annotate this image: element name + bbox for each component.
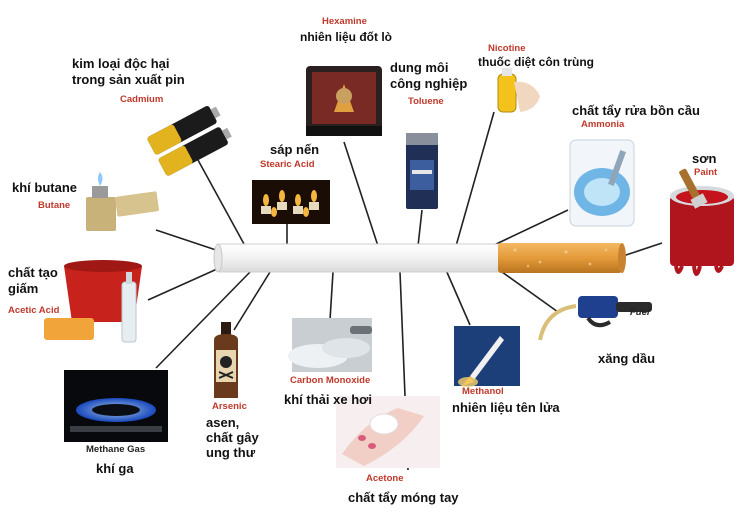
stove-icon bbox=[306, 66, 382, 136]
leader-line-methanol bbox=[445, 269, 471, 326]
nail-cotton-icon bbox=[336, 396, 440, 468]
leader-line-ammonia bbox=[491, 209, 569, 247]
stearic-desc: sáp nến bbox=[270, 142, 320, 157]
acetone-label: Acetone bbox=[366, 473, 404, 484]
cadmium-desc-line2: trong sản xuất pin bbox=[72, 72, 185, 87]
leader-line-carbon-monoxide bbox=[329, 271, 334, 321]
rocket-icon bbox=[454, 326, 520, 387]
butane-desc: khí butane bbox=[12, 180, 78, 195]
cadmium-desc-line1: kim loại độc hại bbox=[72, 56, 170, 71]
leader-lines bbox=[147, 111, 663, 471]
exhaust-icon bbox=[288, 318, 372, 372]
leader-line-nicotine bbox=[455, 111, 495, 247]
cigarette-icon bbox=[213, 243, 626, 273]
acetic-desc-line1: chất tạo bbox=[8, 265, 58, 280]
leader-line-paint bbox=[619, 242, 663, 258]
carbon-monoxide-label: Carbon Monoxide bbox=[290, 375, 371, 386]
nicotine-label: Nicotine bbox=[488, 43, 526, 54]
methanol-label: Methanol bbox=[462, 386, 504, 397]
arsenic-label: Arsenic bbox=[212, 401, 247, 412]
leader-line-methane bbox=[155, 269, 253, 369]
gas-flame-icon bbox=[64, 370, 168, 442]
hexamine-desc: nhiên liệu đốt lò bbox=[300, 30, 392, 44]
paint-bucket-icon bbox=[670, 168, 734, 276]
poison-bottle-icon bbox=[214, 322, 238, 398]
fuel-label: Fuel bbox=[630, 307, 650, 318]
ammonia-label: Ammonia bbox=[581, 119, 625, 130]
leader-line-hexamine bbox=[343, 141, 379, 247]
cadmium-label: Cadmium bbox=[120, 94, 164, 105]
paint-desc: sơn bbox=[692, 151, 717, 166]
butane-label: Butane bbox=[38, 200, 71, 211]
arsenic-desc-line2: chất gây bbox=[206, 430, 259, 445]
battery-icon bbox=[147, 106, 232, 176]
spray-icon bbox=[497, 68, 540, 113]
acetic-label: Acetic Acid bbox=[8, 305, 60, 316]
methanol-desc: nhiên liệu tên lửa bbox=[452, 400, 560, 415]
arsenic-desc-line3: ung thư bbox=[206, 445, 256, 460]
candles-icon bbox=[252, 180, 330, 224]
hexamine-label: Hexamine bbox=[322, 16, 367, 27]
leader-line-fuel bbox=[501, 271, 559, 313]
leader-line-toluene bbox=[417, 209, 423, 247]
acetic-desc-line2: giấm bbox=[8, 281, 39, 296]
solvent-can-icon bbox=[406, 133, 438, 209]
leader-line-cadmium bbox=[197, 159, 245, 245]
toluene-label: Toluene bbox=[408, 96, 444, 107]
toluene-desc-line1: dung môi bbox=[390, 60, 449, 75]
stearic-label: Stearic Acid bbox=[260, 159, 315, 170]
lighter-icon bbox=[86, 172, 159, 231]
leader-line-acetic bbox=[147, 264, 227, 301]
methane-label: Methane Gas bbox=[86, 444, 146, 455]
methane-desc: khí ga bbox=[96, 461, 134, 476]
toilet-icon bbox=[569, 139, 635, 227]
paint-label: Paint bbox=[694, 167, 718, 178]
leader-line-butane bbox=[155, 229, 223, 253]
fuel-desc: xăng dầu bbox=[598, 351, 656, 366]
ammonia-desc: chất tẩy rửa bồn cầu bbox=[572, 103, 700, 118]
nicotine-desc: thuốc diệt côn trùng bbox=[478, 55, 594, 69]
leader-line-arsenic bbox=[233, 271, 271, 331]
carbon-monoxide-desc: khí thải xe hơi bbox=[284, 392, 372, 407]
toluene-desc-line2: công nghiệp bbox=[390, 76, 468, 91]
arsenic-desc-line1: asen, bbox=[206, 415, 240, 430]
fuel-nozzle-icon bbox=[538, 296, 652, 341]
acetone-desc: chất tẩy móng tay bbox=[348, 490, 459, 505]
vinegar-icon bbox=[44, 260, 142, 343]
